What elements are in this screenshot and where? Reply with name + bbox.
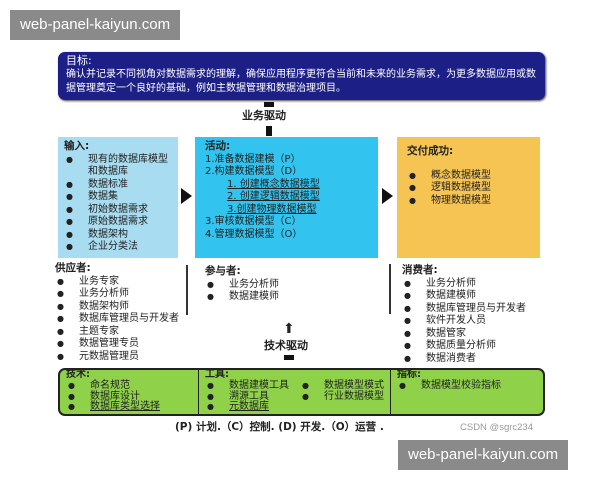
deliverable-item: 逻辑数据模型 xyxy=(407,182,530,195)
technique-item: 数据库类型选择 xyxy=(66,402,192,413)
input-item: 现有的数据库模型和数据库 xyxy=(64,154,172,179)
supplier-item: 主题专家 xyxy=(55,326,195,339)
consumers-section: 消费者: 业务分析师 数据建模师 数据库管理员与开发者 软件开发人员 数据管家 … xyxy=(402,264,552,365)
technique-item: 命名规范 xyxy=(66,380,192,392)
activities-title: 活动: xyxy=(205,140,231,152)
tool-item: 元数据库 xyxy=(205,402,300,413)
watermark-top: web-panel-kaiyun.com xyxy=(10,10,181,40)
input-item: 初始数据需求 xyxy=(64,204,172,217)
goal-box: 目标: 确认并记录不同视角对数据需求的理解，确保应用程序更符合当前和未来的业务需… xyxy=(58,52,545,100)
suppliers-title: 供应者: xyxy=(55,262,91,274)
arrow-right-icon xyxy=(181,188,192,204)
participants-section: 参与者: 业务分析师 数据建模师 xyxy=(205,265,365,304)
tech-driver-label: 技术驱动 xyxy=(264,339,308,352)
inputs-box: 输入: 现有的数据库模型和数据库 数据标准 数据集 初始数据需求 原始数据需求 … xyxy=(58,137,178,258)
activities-box: 活动: 1.准备数据建模（P） 2.构建数据模型（D） 1. 创建概念数据模型 … xyxy=(195,137,378,258)
consumer-item: 数据质量分析师 xyxy=(402,340,552,353)
supplier-item: 数据架构师 xyxy=(55,301,195,314)
deliverables-box: 交付成功: 概念数据模型 逻辑数据模型 物理数据模型 xyxy=(397,137,540,258)
consumer-item: 数据消费者 xyxy=(402,353,552,366)
tool-item: 溯源工具 xyxy=(205,391,300,403)
technique-item: 数据库设计 xyxy=(66,391,192,403)
participant-item: 数据建模师 xyxy=(205,291,365,304)
participant-item: 业务分析师 xyxy=(205,279,365,292)
consumer-item: 数据建模师 xyxy=(402,290,552,303)
activity-subitem: 2. 创建逻辑数据模型 xyxy=(227,191,320,202)
input-item: 数据架构 xyxy=(64,229,172,242)
tool-item: 数据模型模式 xyxy=(300,380,384,392)
tool-item: 行业数据模型 xyxy=(300,391,384,403)
arrow-up-icon: ⬆ xyxy=(283,321,295,337)
driver-bar-top xyxy=(264,102,274,107)
techniques-tools-metrics-box: 技术: 命名规范 数据库设计 数据库类型选择 工具: 数据建模工具 溯源工具 元… xyxy=(58,368,545,416)
consumers-title: 消费者: xyxy=(402,264,438,276)
consumer-item: 数据库管理员与开发者 xyxy=(402,303,552,316)
divider xyxy=(389,264,391,314)
activity-subitem: 3.创建物理数据模型 xyxy=(227,203,317,215)
activity-item: 1.准备数据建模（P） xyxy=(205,153,301,165)
supplier-item: 元数据管理员 xyxy=(55,351,195,364)
participants-title: 参与者: xyxy=(205,265,241,277)
techniques-column: 技术: 命名规范 数据库设计 数据库类型选择 xyxy=(60,369,199,414)
tool-item: 数据建模工具 xyxy=(205,380,300,392)
credit-label: CSDN @sgrc234 xyxy=(460,422,533,433)
driver-bar-bottom xyxy=(284,355,294,360)
inputs-title: 输入: xyxy=(64,140,90,152)
activity-item: 2.构建数据模型（D） xyxy=(205,166,303,177)
goal-title: 目标: xyxy=(66,54,92,67)
consumer-item: 业务分析师 xyxy=(402,278,552,291)
input-item: 数据集 xyxy=(64,191,172,204)
tools-title: 工具: xyxy=(205,369,229,380)
suppliers-section: 供应者: 业务专家 业务分析师 数据架构师 数据库管理员与开发者 主题专家 数据… xyxy=(55,262,195,363)
supplier-item: 数据库管理员与开发者 xyxy=(55,313,195,326)
driver-connector xyxy=(266,126,272,136)
arrow-right-icon xyxy=(382,188,393,204)
metric-item: 数据模型校验指标 xyxy=(397,380,537,392)
deliverable-item: 物理数据模型 xyxy=(407,195,530,208)
input-item: 原始数据需求 xyxy=(64,216,172,229)
techniques-title: 技术: xyxy=(66,369,90,380)
supplier-item: 业务分析师 xyxy=(55,288,195,301)
deliverable-item: 概念数据模型 xyxy=(407,170,530,183)
activity-item: 3.审核数据模型（C） xyxy=(205,216,302,227)
activity-subitem: 1. 创建概念数据模型 xyxy=(227,178,320,190)
supplier-item: 业务专家 xyxy=(55,276,195,289)
phase-legend: (P) 计划.（C）控制. (D) 开发.（O）运营 . xyxy=(175,421,384,433)
consumer-item: 软件开发人员 xyxy=(402,315,552,328)
divider xyxy=(186,265,188,315)
supplier-item: 数据管理专员 xyxy=(55,338,195,351)
metrics-title: 指标: xyxy=(397,369,421,380)
activity-item: 4.管理数据模型（O） xyxy=(205,228,303,240)
goal-text: 确认并记录不同视角对数据需求的理解，确保应用程序更符合当前和未来的业务需求，为更… xyxy=(66,69,536,94)
tools-column: 工具: 数据建模工具 溯源工具 元数据库 数据模型模式 行业数据模型 xyxy=(199,369,391,414)
deliverables-title: 交付成功: xyxy=(407,145,454,157)
consumer-item: 数据管家 xyxy=(402,328,552,341)
input-item: 企业分类法 xyxy=(64,241,172,254)
input-item: 数据标准 xyxy=(64,179,172,192)
watermark-bottom: web-panel-kaiyun.com xyxy=(398,440,569,470)
metrics-column: 指标: 数据模型校验指标 xyxy=(391,369,543,414)
business-driver-label: 业务驱动 xyxy=(242,109,286,122)
